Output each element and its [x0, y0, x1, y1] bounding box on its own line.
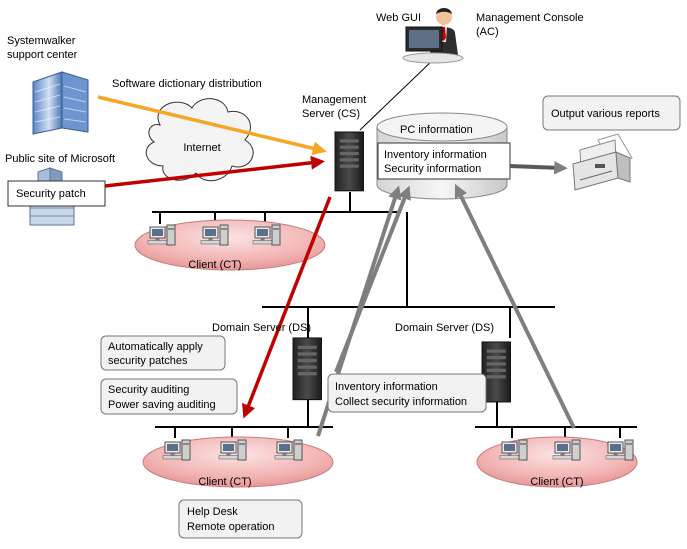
pc-information-box — [377, 142, 511, 180]
management-console-label-line1: Management Console — [476, 12, 584, 24]
help-desk-line1: Help Desk — [187, 506, 238, 518]
support-center-label-line2: support center — [7, 49, 78, 61]
auditing-line2: Power saving auditing — [108, 399, 216, 411]
web-gui-label: Web GUI — [376, 12, 421, 24]
client-top-label: Client (CT) — [188, 259, 241, 271]
collect-arrow-bottom-right — [454, 183, 576, 429]
management-server-label-line1: Management — [302, 94, 366, 106]
internet-label: Internet — [183, 142, 220, 154]
help-desk-callout: Help Desk Remote operation — [178, 499, 303, 539]
client-cluster-top: Client (CT) — [134, 219, 326, 271]
patch-distribution-arrow — [242, 196, 332, 419]
internet-cloud-icon — [145, 98, 254, 182]
printer-icon — [572, 133, 633, 191]
security-patch-arrow — [104, 155, 325, 188]
collect-info-line1: Inventory information — [335, 381, 438, 393]
client-bottom-right-label: Client (CT) — [530, 476, 583, 488]
client-cluster-bottom-left: Client (CT) — [142, 436, 334, 488]
domain-server-left-icon — [292, 337, 323, 401]
support-center-building-icon — [32, 71, 89, 135]
support-center-label-line1: Systemwalker — [7, 35, 76, 47]
client-bottom-left-label: Client (CT) — [198, 476, 251, 488]
management-console-icon — [402, 8, 464, 64]
microsoft-site-label: Public site of Microsoft — [5, 153, 115, 165]
auditing-line1: Security auditing — [108, 384, 189, 396]
domain-server-right-label: Domain Server (DS) — [395, 322, 494, 334]
collect-info-line2: Collect security information — [335, 396, 467, 408]
software-dictionary-arrow — [97, 95, 327, 156]
collect-info-callout: Inventory information Collect security i… — [327, 373, 487, 413]
pc-information-label: PC information — [400, 124, 473, 136]
report-output-arrow — [509, 160, 568, 175]
management-server-label-line2: Server (CS) — [302, 108, 360, 120]
auto-apply-callout: Automatically apply security patches — [100, 335, 226, 371]
security-patch-label: Security patch — [16, 188, 86, 200]
domain-server-left-label: Domain Server (DS) — [212, 322, 311, 334]
software-dictionary-label: Software dictionary distribution — [112, 78, 262, 90]
help-desk-line2: Remote operation — [187, 521, 274, 533]
client-cluster-bottom-right: Client (CT) — [476, 436, 638, 488]
pc-information-line2: Security information — [384, 163, 481, 175]
output-reports-label: Output various reports — [551, 108, 660, 120]
management-server-icon — [334, 131, 365, 192]
output-reports-box: Output various reports — [542, 95, 681, 131]
auditing-callout: Security auditing Power saving auditing — [100, 378, 238, 415]
pc-information-line1: Inventory information — [384, 149, 487, 161]
security-patch-box: Security patch — [7, 180, 106, 207]
management-console-label-line2: (AC) — [476, 26, 499, 38]
collect-arrow-ds-left — [334, 185, 411, 373]
auto-apply-line1: Automatically apply — [108, 341, 203, 353]
auto-apply-line2: security patches — [108, 355, 188, 367]
console-link — [359, 57, 436, 131]
